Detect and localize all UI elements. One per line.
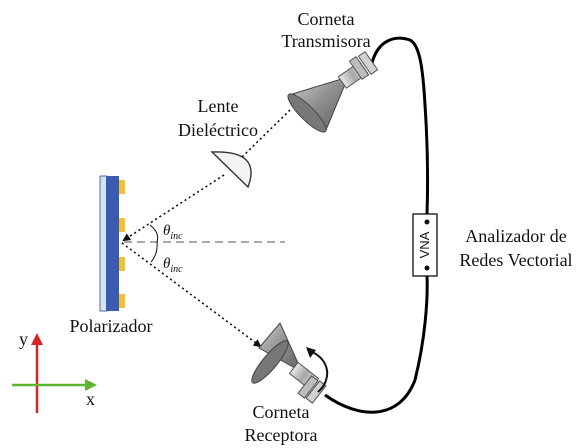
polarizer-element	[119, 218, 125, 232]
transmitting-horn	[287, 50, 379, 133]
y-axis-label: y	[19, 329, 28, 349]
x-axis-label: x	[86, 389, 95, 409]
angle-arc-incidence	[149, 224, 159, 243]
vna-label-line1: Analizador de	[465, 226, 566, 246]
lens-label-line1: Lente	[198, 96, 239, 116]
polarizer	[99, 175, 125, 312]
polarizer-element	[119, 180, 125, 194]
rx-horn-label-line2: Receptora	[245, 425, 318, 445]
coordinate-axes: y x	[12, 329, 97, 413]
cable-vna-to-rx	[324, 275, 429, 414]
rotation-arrow-icon	[311, 351, 328, 393]
vna-box: VNA	[412, 213, 438, 277]
polarizer-element	[119, 294, 125, 308]
rx-horn-label-line1: Corneta	[253, 402, 310, 422]
theta-reflection-label: θinc	[163, 256, 183, 275]
polarizer-label: Polarizador	[70, 316, 153, 336]
cable-tx-to-vna	[370, 36, 430, 215]
receiving-horn	[251, 322, 328, 404]
angle-arc-reflection	[150, 241, 158, 263]
beam-tx-to-lens	[240, 109, 291, 159]
dielectric-lens	[210, 151, 252, 189]
vna-label-line2: Redes Vectorial	[459, 250, 572, 270]
theta-incidence-label: θinc	[163, 223, 183, 242]
tx-horn-label-line1: Corneta	[298, 9, 355, 29]
tx-horn-label-line2: Transmisora	[281, 31, 370, 51]
lens-label-line2: Dieléctrico	[178, 120, 258, 140]
vna-short-label: VNA	[417, 231, 432, 258]
polarizer-element	[119, 257, 125, 271]
beam-polarizer-to-rx	[121, 242, 262, 348]
